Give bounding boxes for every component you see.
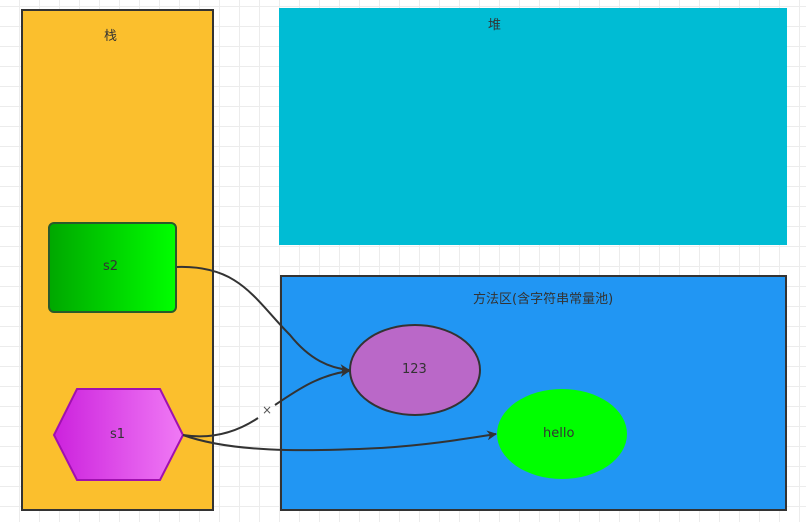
node-hello-label: hello	[543, 426, 575, 441]
heap-region	[279, 8, 787, 245]
node-hello[interactable]	[497, 389, 627, 479]
edge-s2-to-123[interactable]	[176, 265, 350, 375]
edge-s1-to-123-removed[interactable]	[182, 371, 349, 438]
s2-label: s2	[103, 259, 119, 274]
method-area-label: 方法区(含字符串常量池)	[473, 292, 614, 307]
s1-label: s1	[110, 427, 126, 442]
stack-label: 栈	[104, 29, 118, 44]
heap-label: 堆	[488, 18, 502, 33]
edge-s1-to-hello[interactable]	[182, 430, 497, 452]
s2-node[interactable]	[48, 222, 177, 313]
node-123-label: 123	[402, 362, 427, 377]
s1-node[interactable]	[52, 388, 185, 481]
edge-cross-marker: ×	[262, 403, 273, 417]
